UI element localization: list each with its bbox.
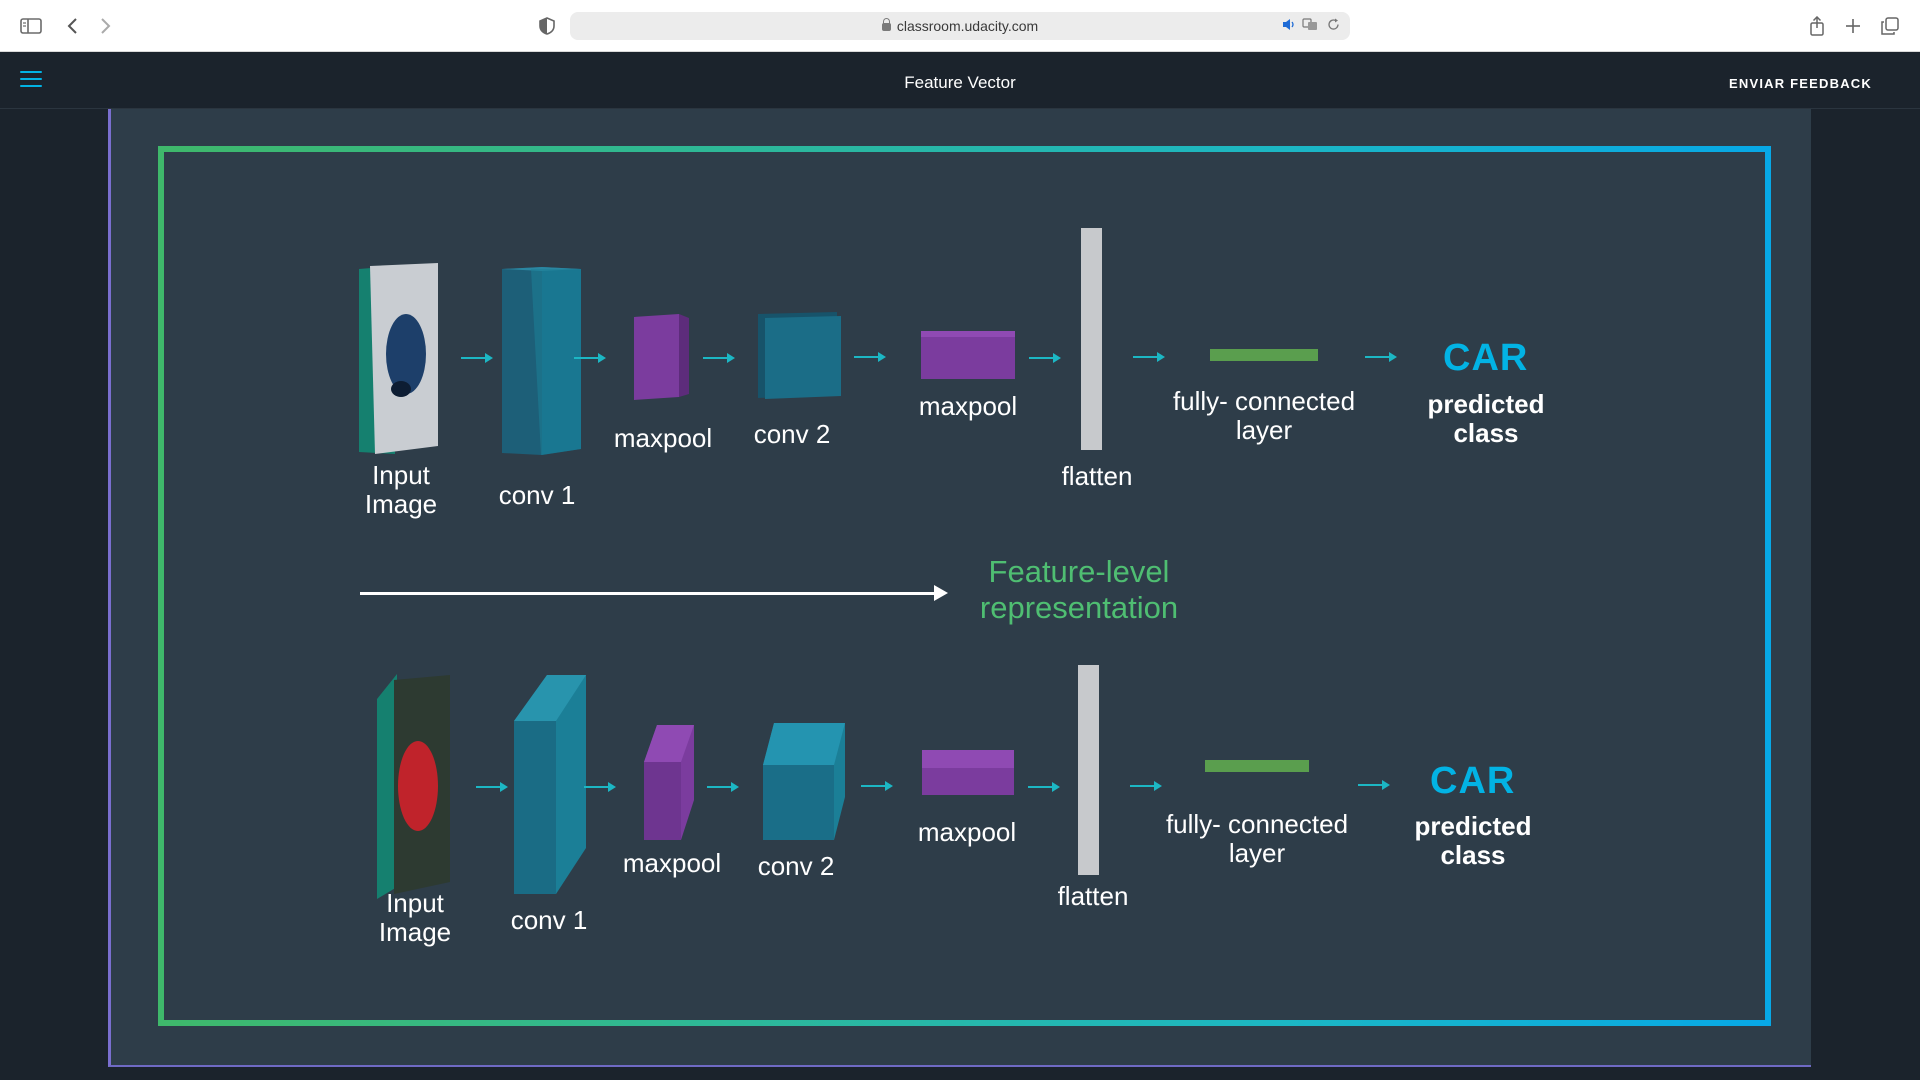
reload-icon[interactable] — [1327, 18, 1340, 34]
bottom-conv1-block — [514, 675, 586, 894]
bottom-flatten-bar — [1078, 665, 1099, 875]
new-tab-icon[interactable] — [1839, 12, 1867, 40]
bottom-arrow-5 — [1028, 782, 1060, 792]
top-fc-bar — [1210, 349, 1318, 361]
feature-direction-arrow — [360, 585, 948, 601]
top-flatten-label: flatten — [1061, 461, 1133, 491]
car-photo-icon — [386, 314, 426, 394]
bottom-arrow-6 — [1130, 781, 1162, 791]
bottom-maxpool2-block — [922, 750, 1014, 795]
top-maxpool2-label: maxpool — [918, 391, 1018, 421]
sidebar-toggle-icon[interactable] — [17, 12, 45, 40]
browser-toolbar: classroom.udacity.com — [0, 0, 1920, 52]
bottom-arrow-4 — [861, 781, 893, 791]
url-text: classroom.udacity.com — [896, 18, 1039, 34]
hamburger-menu-icon[interactable] — [20, 71, 42, 89]
top-maxpool2-block — [921, 331, 1015, 379]
top-arrow-6 — [1133, 352, 1165, 362]
url-display: classroom.udacity.com — [570, 18, 1350, 34]
send-feedback-button[interactable]: ENVIAR FEEDBACK — [1729, 76, 1872, 91]
top-flatten-bar — [1081, 228, 1102, 450]
top-input-image-block — [359, 263, 438, 454]
speaker-icon[interactable] — [1282, 18, 1296, 34]
bottom-conv1-label: conv 1 — [510, 905, 588, 935]
privacy-shield-icon[interactable] — [533, 12, 561, 40]
top-arrow-3 — [703, 353, 735, 363]
bottom-maxpool2-label: maxpool — [917, 817, 1017, 847]
top-input-label: Input Image — [364, 460, 438, 519]
bottom-predicted-class-label: predicted class — [1414, 811, 1532, 870]
top-conv2-label: conv 2 — [753, 419, 831, 449]
top-conv1-block — [502, 267, 581, 455]
back-icon[interactable] — [58, 12, 86, 40]
top-prediction-text: CAR — [1443, 337, 1529, 379]
top-maxpool1-label: maxpool — [613, 423, 713, 453]
feature-level-caption: Feature-level representation — [979, 554, 1179, 625]
bottom-arrow-2 — [584, 782, 616, 792]
classroom-header: Feature Vector ENVIAR FEEDBACK — [0, 52, 1920, 109]
top-arrow-1 — [461, 353, 493, 363]
top-arrow-2 — [574, 353, 606, 363]
top-predicted-class-label: predicted class — [1427, 389, 1545, 448]
bottom-input-image-block — [377, 674, 450, 899]
bottom-arrow-3 — [707, 782, 739, 792]
bottom-fc-bar — [1205, 760, 1309, 772]
top-conv1-label: conv 1 — [498, 480, 576, 510]
bottom-input-label: Input Image — [378, 888, 452, 947]
bottom-maxpool1-block — [644, 725, 694, 840]
top-arrow-4 — [854, 352, 886, 362]
red-car-photo-icon — [398, 741, 438, 831]
top-maxpool1-block — [634, 314, 689, 400]
top-fc-label: fully- connected layer — [1172, 386, 1356, 445]
share-icon[interactable] — [1803, 12, 1831, 40]
bottom-flatten-label: flatten — [1057, 881, 1129, 911]
bottom-arrow-7 — [1358, 780, 1390, 790]
lock-icon — [881, 18, 891, 31]
top-arrow-7 — [1365, 352, 1397, 362]
bottom-conv2-label: conv 2 — [757, 851, 835, 881]
translate-icon[interactable] — [1302, 18, 1318, 34]
bottom-conv2-block — [763, 723, 845, 840]
bottom-arrow-1 — [476, 782, 508, 792]
top-arrow-5 — [1029, 353, 1061, 363]
bottom-prediction-text: CAR — [1430, 760, 1516, 802]
address-bar[interactable]: classroom.udacity.com — [570, 12, 1350, 40]
page-title: Feature Vector — [904, 73, 1016, 92]
bottom-maxpool1-label: maxpool — [622, 848, 722, 878]
tab-overview-icon[interactable] — [1876, 12, 1904, 40]
forward-icon[interactable] — [92, 12, 120, 40]
top-conv2-block — [758, 312, 841, 399]
video-player[interactable]: Input Image conv 1 maxpool conv 2 maxpoo… — [108, 109, 1811, 1067]
bottom-fc-label: fully- connected layer — [1165, 809, 1349, 868]
cnn-diagram — [359, 228, 1318, 899]
